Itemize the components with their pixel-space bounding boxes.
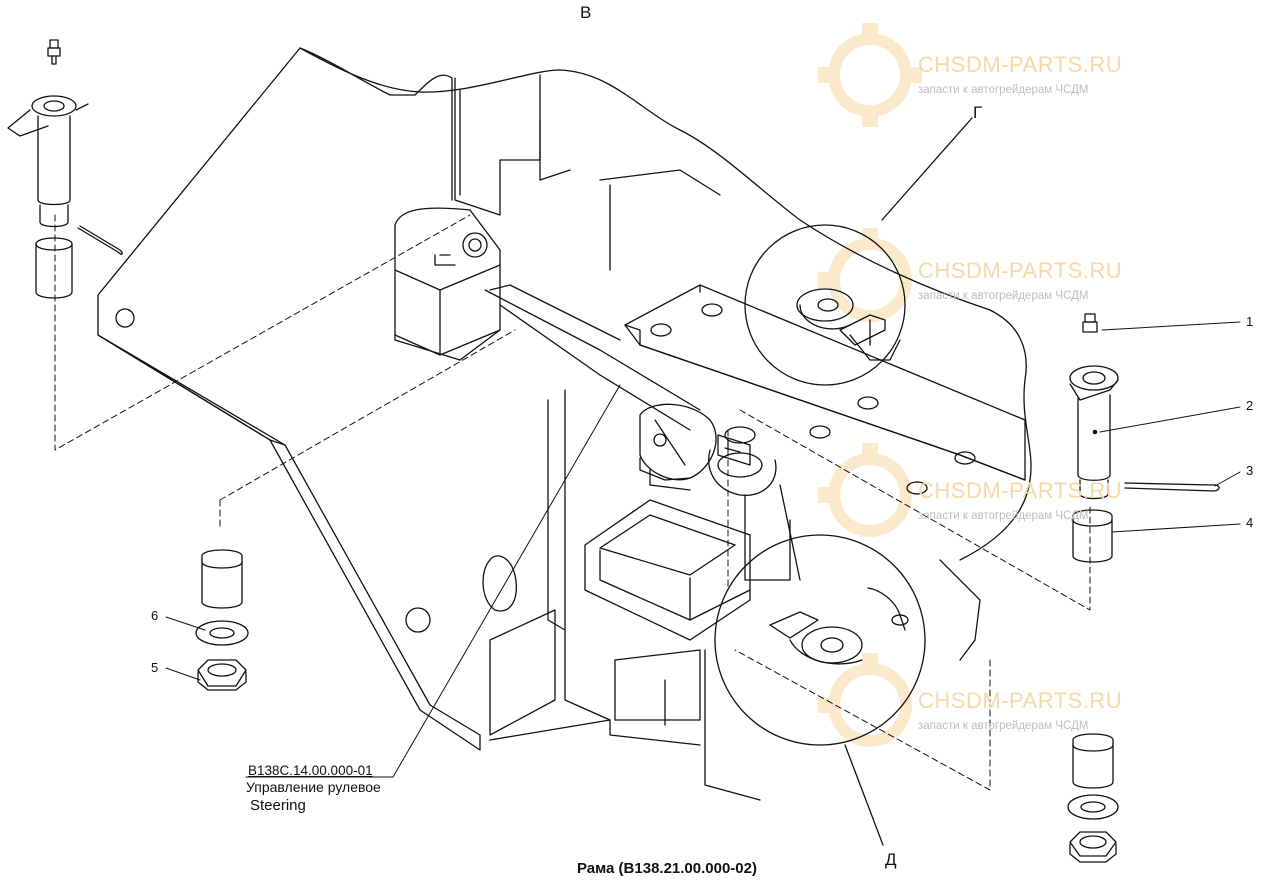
bushing-assembly-right bbox=[1067, 733, 1119, 863]
watermark-site: CHSDM-PARTS.RU bbox=[918, 258, 1123, 283]
watermark-tagline: запасти к автогрейдерам ЧСДМ bbox=[918, 720, 1089, 732]
crossbar-holes bbox=[650, 303, 976, 495]
assembly-lines bbox=[54, 214, 1091, 791]
callout-6: 6 bbox=[151, 608, 159, 623]
watermark: CHSDM-PARTS.RU запасти к автогрейдерам Ч… bbox=[826, 250, 1126, 340]
view-label-detail-g: Г bbox=[973, 103, 983, 122]
watermark: CHSDM-PARTS.RU запасти к автогрейдерам Ч… bbox=[826, 470, 1126, 560]
view-label-detail-d: Д bbox=[885, 850, 897, 869]
watermark-logo bbox=[818, 23, 922, 747]
reference-name-en: Steering bbox=[250, 797, 306, 814]
bushing-assembly-left bbox=[195, 549, 249, 691]
watermark-tagline: запасти к автогрейдерам ЧСДМ bbox=[918, 290, 1089, 302]
pin-assembly-top-left bbox=[7, 39, 123, 299]
watermark-site: CHSDM-PARTS.RU bbox=[918, 52, 1123, 77]
drawing-title: Рама (В138.21.00.000-02) bbox=[577, 860, 757, 877]
frame-body bbox=[97, 47, 1032, 801]
callout-5: 5 bbox=[151, 660, 159, 675]
detail-circle-d bbox=[714, 534, 926, 846]
watermark-site: CHSDM-PARTS.RU bbox=[918, 478, 1123, 503]
watermark-site: CHSDM-PARTS.RU bbox=[918, 688, 1123, 713]
reference-code: В138С.14.00.000-01 bbox=[248, 763, 373, 778]
watermark: CHSDM-PARTS.RU запасти к автогрейдерам Ч… bbox=[826, 44, 1126, 134]
callout-1: 1 bbox=[1246, 314, 1254, 329]
reference-name-ru: Управление рулевое bbox=[246, 779, 381, 795]
watermark: CHSDM-PARTS.RU запасти к автогрейдерам Ч… bbox=[826, 680, 1126, 770]
callout-3: 3 bbox=[1246, 463, 1254, 478]
leader-lines bbox=[165, 321, 1241, 778]
callout-2: 2 bbox=[1246, 398, 1254, 413]
watermark-tagline: запасти к автогрейдерам ЧСДМ bbox=[918, 84, 1089, 96]
detail-circle-g bbox=[744, 117, 973, 386]
watermark-tagline: запасти к автогрейдерам ЧСДМ bbox=[918, 510, 1089, 522]
pin-assembly-right bbox=[1069, 313, 1220, 563]
callout-4: 4 bbox=[1246, 515, 1254, 530]
view-label-main: В bbox=[580, 3, 592, 22]
